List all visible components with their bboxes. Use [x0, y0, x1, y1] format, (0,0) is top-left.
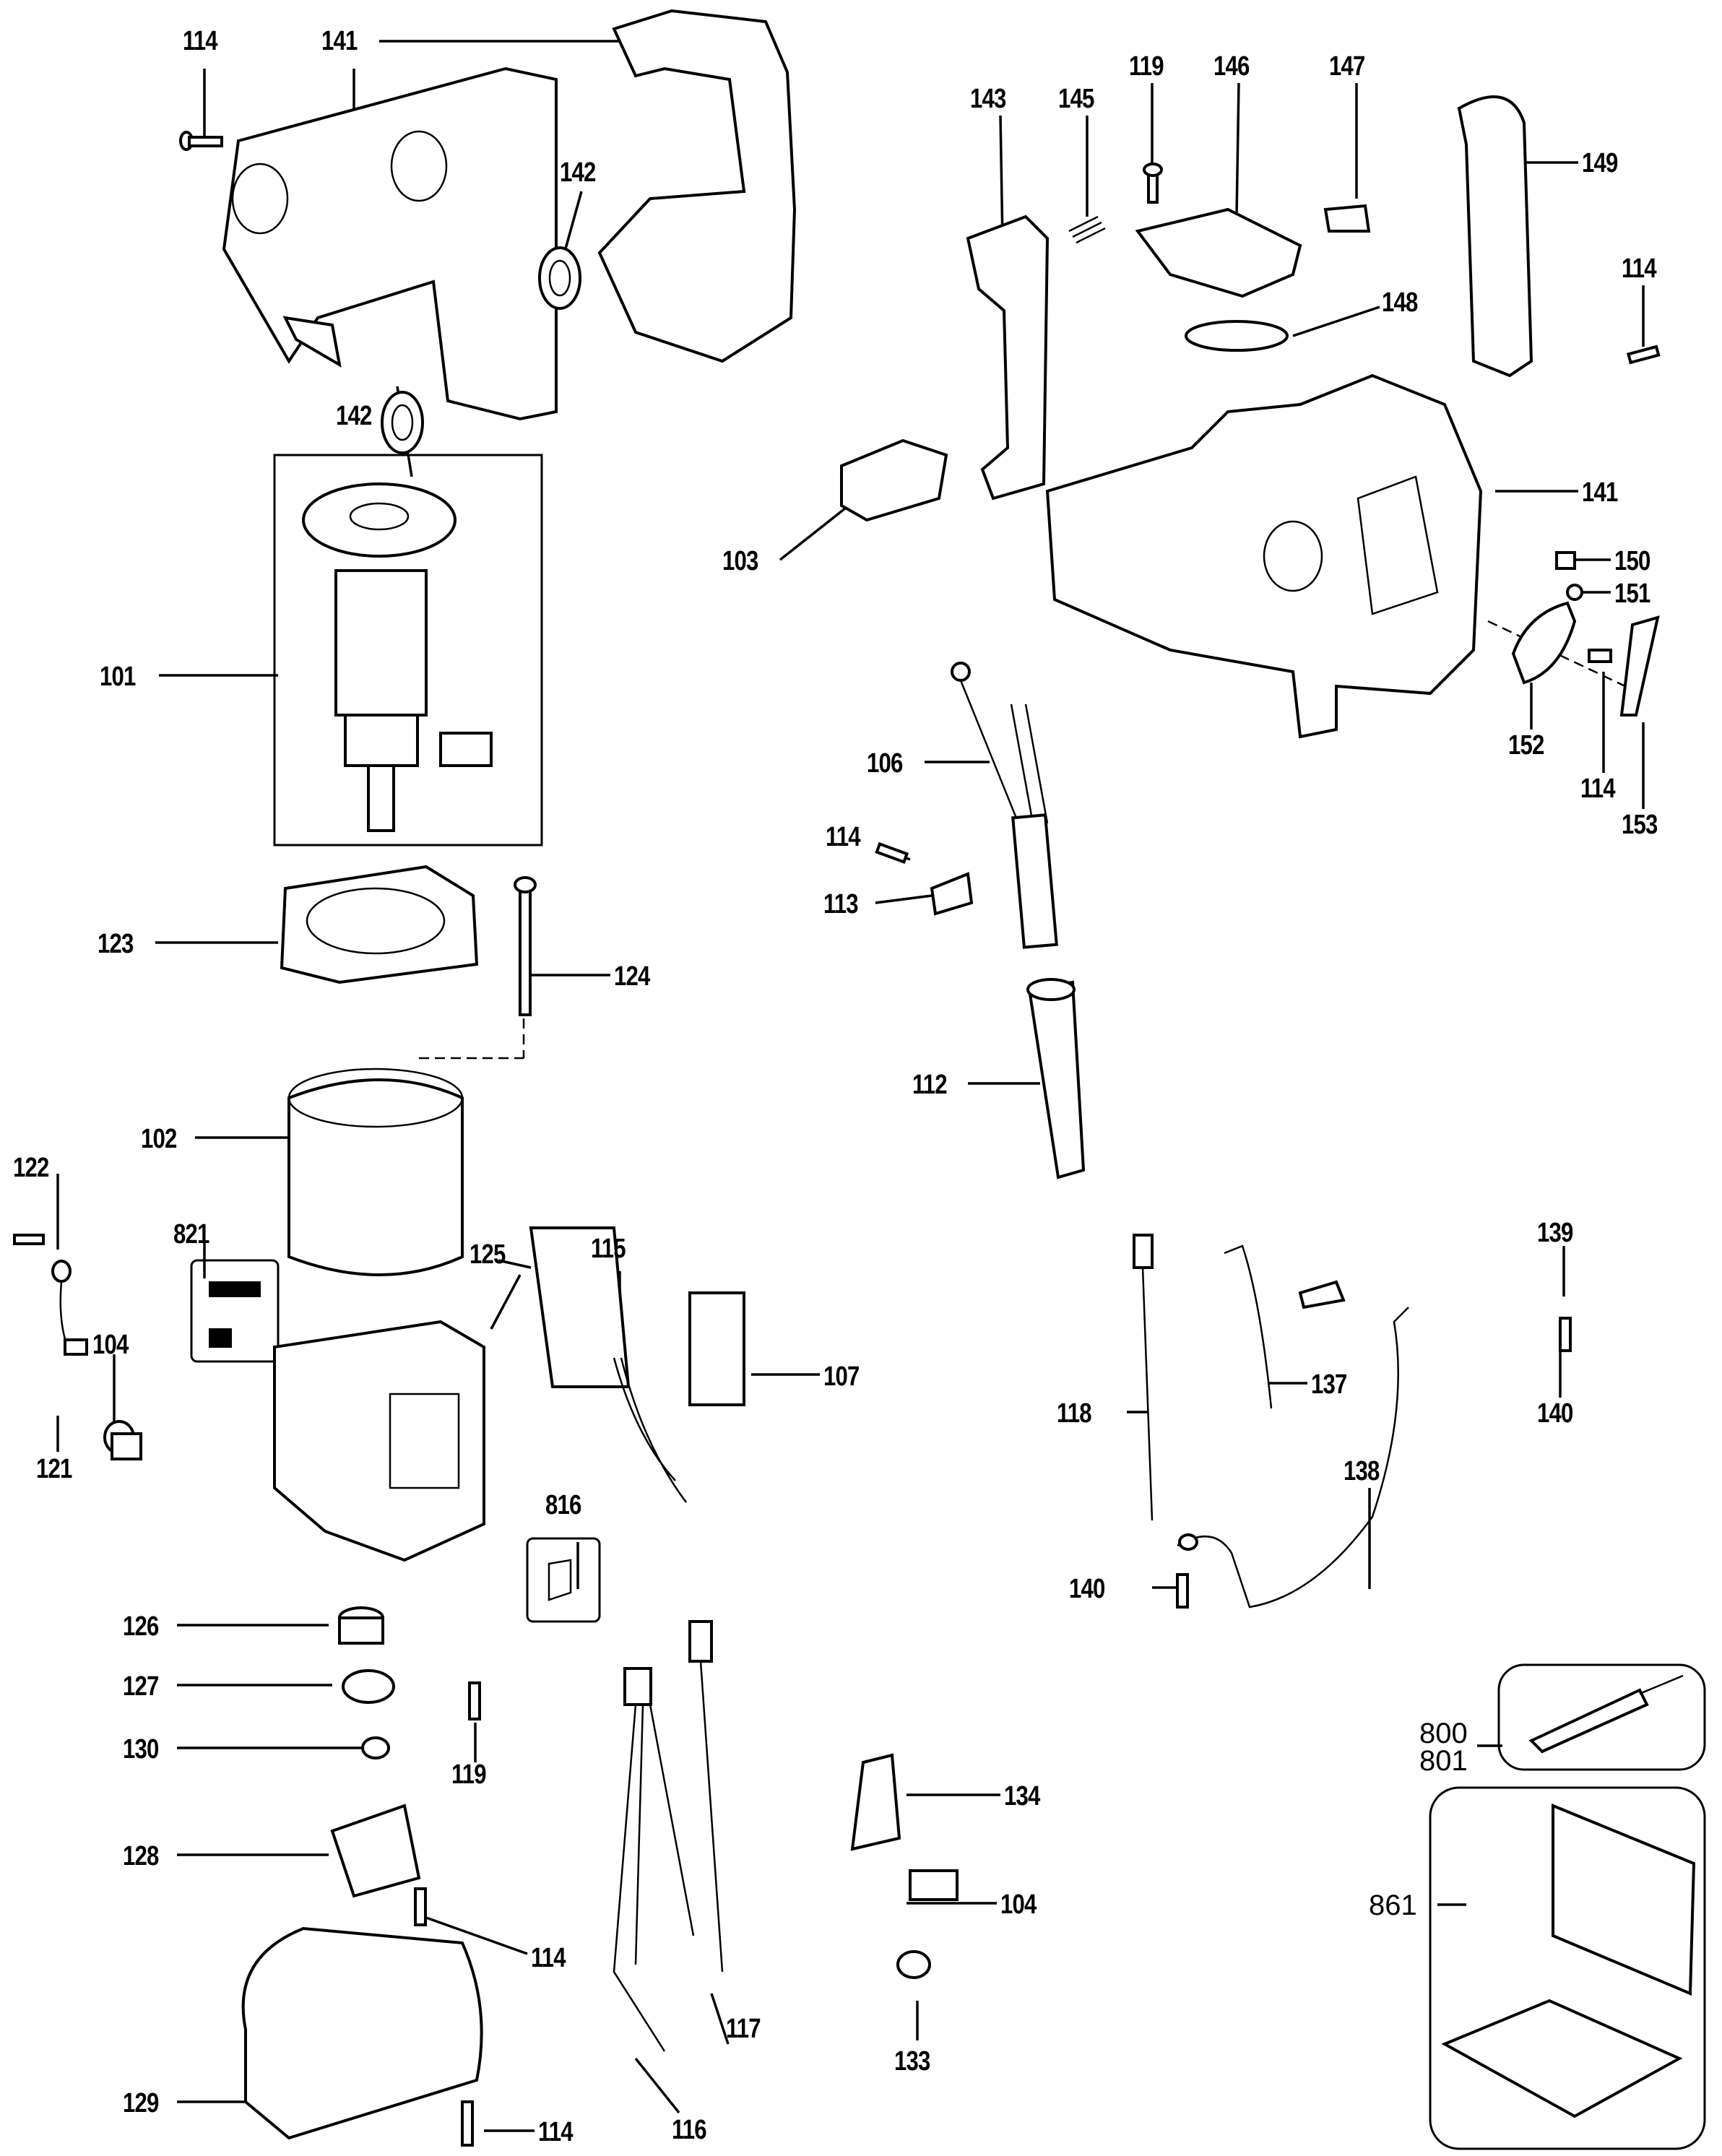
- leader-lines: [56, 40, 1645, 2132]
- callout-800: 800: [1419, 1718, 1468, 1749]
- callout-123: 123: [98, 929, 134, 959]
- callout-127: 127: [123, 1671, 159, 1702]
- callout-124: 124: [614, 961, 650, 992]
- callout-148: 148: [1382, 287, 1418, 318]
- kit-box-861: [1429, 1786, 1706, 2150]
- callout-140: 140: [1537, 1398, 1573, 1429]
- callout-106: 106: [867, 748, 903, 779]
- callout-122: 122: [13, 1153, 49, 1183]
- brush-clip-134: [850, 1753, 901, 1851]
- accessory-box-800-801: [1497, 1663, 1706, 1771]
- callout-103: 103: [722, 546, 758, 576]
- callout-114: 114: [1580, 774, 1616, 804]
- callout-118: 118: [1057, 1398, 1092, 1429]
- callout-112: 112: [912, 1070, 948, 1100]
- cord-protector-112: [1027, 980, 1086, 1179]
- callout-126: 126: [123, 1611, 159, 1642]
- callout-121: 121: [36, 1454, 72, 1484]
- ground-lead-138: [1177, 1307, 1409, 1609]
- callout-143: 143: [970, 84, 1006, 114]
- lead-wire-137: [1224, 1244, 1273, 1409]
- callout-101: 101: [100, 662, 136, 692]
- callout-128: 128: [123, 1841, 159, 1871]
- callout-140: 140: [1069, 1574, 1105, 1604]
- end-cap-129: [241, 1926, 483, 2140]
- callout-139: 139: [1537, 1218, 1573, 1248]
- housing-left-141: [222, 66, 558, 421]
- callout-133: 133: [894, 2046, 930, 2077]
- long-screw-124: [519, 883, 532, 1016]
- stator-102: [287, 1078, 464, 1276]
- wire-set-116: [623, 1667, 652, 1706]
- armature-box-101: [273, 454, 543, 847]
- callout-114: 114: [531, 1943, 566, 1973]
- switch-103: [840, 438, 948, 522]
- callout-801: 801: [1419, 1745, 1468, 1777]
- screw-114-a: [179, 131, 223, 151]
- callout-137: 137: [1311, 1369, 1347, 1400]
- callout-146: 146: [1213, 51, 1250, 82]
- trigger-143: [966, 215, 1050, 501]
- cover-146: [1135, 207, 1302, 298]
- callout-119: 119: [1129, 51, 1164, 82]
- callout-130: 130: [123, 1734, 159, 1765]
- module-107: [688, 1291, 745, 1406]
- baffle-123: [280, 865, 479, 984]
- callout-145: 145: [1058, 84, 1094, 114]
- label-816: [526, 1537, 601, 1623]
- callout-102: 102: [141, 1124, 177, 1154]
- callout-114: 114: [826, 822, 861, 852]
- callout-119: 119: [451, 1759, 487, 1790]
- callout-816: 816: [545, 1490, 581, 1520]
- callout-138: 138: [1344, 1456, 1380, 1486]
- callout-114: 114: [538, 2117, 574, 2147]
- callout-151: 151: [1614, 579, 1650, 609]
- callout-125: 125: [470, 1239, 506, 1270]
- brush-retainer-128: [330, 1804, 421, 1898]
- label-821: [190, 1259, 280, 1363]
- callout-104: 104: [92, 1330, 129, 1360]
- callout-104: 104: [1000, 1889, 1037, 1920]
- callout-147: 147: [1329, 51, 1365, 82]
- selector-knob-152: [1511, 601, 1577, 685]
- handle-top-141: [597, 9, 797, 363]
- callout-152: 152: [1508, 730, 1544, 761]
- handle-cover-149: [1457, 95, 1533, 378]
- callout-114: 114: [1622, 254, 1657, 284]
- callout-142: 142: [336, 401, 372, 431]
- cord-106: [959, 680, 1049, 824]
- callout-861: 861: [1369, 1889, 1417, 1921]
- parts: [13, 9, 1706, 2150]
- callout-129: 129: [123, 2088, 159, 2118]
- callout-141: 141: [1582, 477, 1618, 508]
- callout-150: 150: [1614, 546, 1650, 576]
- callout-114: 114: [183, 26, 218, 56]
- callout-821: 821: [173, 1219, 209, 1250]
- callout-113: 113: [823, 889, 859, 919]
- callout-142: 142: [560, 157, 596, 188]
- callout-141: 141: [321, 26, 358, 56]
- callout-153: 153: [1622, 810, 1658, 840]
- callout-115: 115: [591, 1234, 626, 1264]
- callout-134: 134: [1004, 1781, 1040, 1811]
- motor-housing-125: [273, 1320, 485, 1562]
- callout-116: 116: [672, 2115, 707, 2145]
- callout-149: 149: [1582, 148, 1618, 178]
- callout-107: 107: [823, 1361, 860, 1392]
- callout-117: 117: [726, 2014, 761, 2044]
